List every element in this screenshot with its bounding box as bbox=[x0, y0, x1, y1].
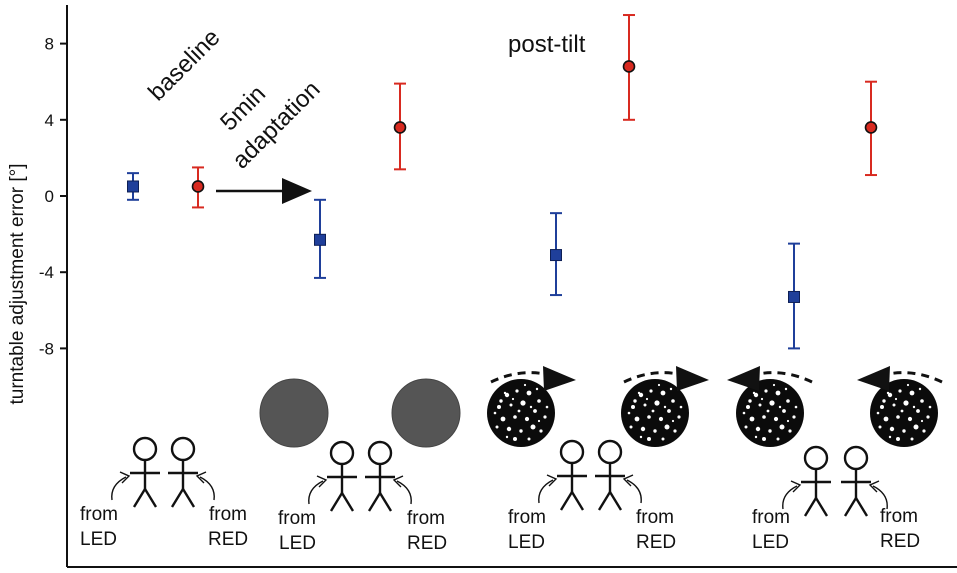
data-point bbox=[127, 180, 139, 193]
red-label: RED bbox=[208, 529, 248, 550]
y-tick-label: -4 bbox=[39, 263, 54, 282]
rotation-arrow-ccw bbox=[727, 366, 813, 391]
red-label: RED bbox=[636, 532, 676, 553]
from-label: from bbox=[880, 506, 918, 527]
led-label: LED bbox=[279, 533, 316, 554]
y-ticks: 8 4 0 -4 -8 bbox=[39, 35, 67, 358]
annotation-baseline: baseline bbox=[143, 24, 225, 106]
from-label: from bbox=[407, 508, 445, 529]
from-label: from bbox=[209, 504, 247, 525]
rotation-arrow-cw bbox=[623, 366, 709, 391]
y-axis-label: turntable adjustment error [°] bbox=[7, 164, 28, 405]
led-label: LED bbox=[80, 529, 117, 550]
y-tick-label: 8 bbox=[45, 35, 54, 54]
observer-pair: from LED from RED bbox=[278, 440, 447, 554]
data-point bbox=[550, 249, 562, 262]
data-point bbox=[864, 121, 878, 134]
data-point bbox=[191, 180, 205, 193]
y-tick-label: 4 bbox=[45, 111, 54, 130]
from-label: from bbox=[80, 504, 118, 525]
from-label: from bbox=[508, 507, 546, 528]
observer-pair: from LED from RED bbox=[508, 439, 676, 553]
observer-pair: from LED from RED bbox=[80, 436, 248, 550]
grey-disk bbox=[259, 378, 329, 448]
grey-disk bbox=[391, 378, 461, 448]
red-label: RED bbox=[880, 531, 920, 552]
data-point bbox=[393, 121, 407, 134]
rotation-arrow-cw bbox=[490, 366, 576, 391]
data-point bbox=[622, 60, 636, 73]
led-label: LED bbox=[508, 532, 545, 553]
data-point bbox=[314, 233, 326, 246]
observer-pair: from LED from RED bbox=[752, 445, 920, 553]
from-label: from bbox=[752, 507, 790, 528]
data-point bbox=[788, 290, 800, 303]
dot-disk bbox=[870, 379, 938, 447]
y-tick-label: -8 bbox=[39, 339, 54, 358]
from-label: from bbox=[278, 508, 316, 529]
rotation-arrow-ccw bbox=[857, 366, 943, 391]
red-label: RED bbox=[407, 533, 447, 554]
adaptation-arrow bbox=[216, 178, 312, 204]
from-label: from bbox=[636, 507, 674, 528]
dot-disk bbox=[736, 379, 804, 447]
y-tick-label: 0 bbox=[45, 187, 54, 206]
annotation-post-tilt: post-tilt bbox=[508, 31, 586, 58]
data-marks bbox=[127, 14, 878, 350]
led-label: LED bbox=[752, 532, 789, 553]
